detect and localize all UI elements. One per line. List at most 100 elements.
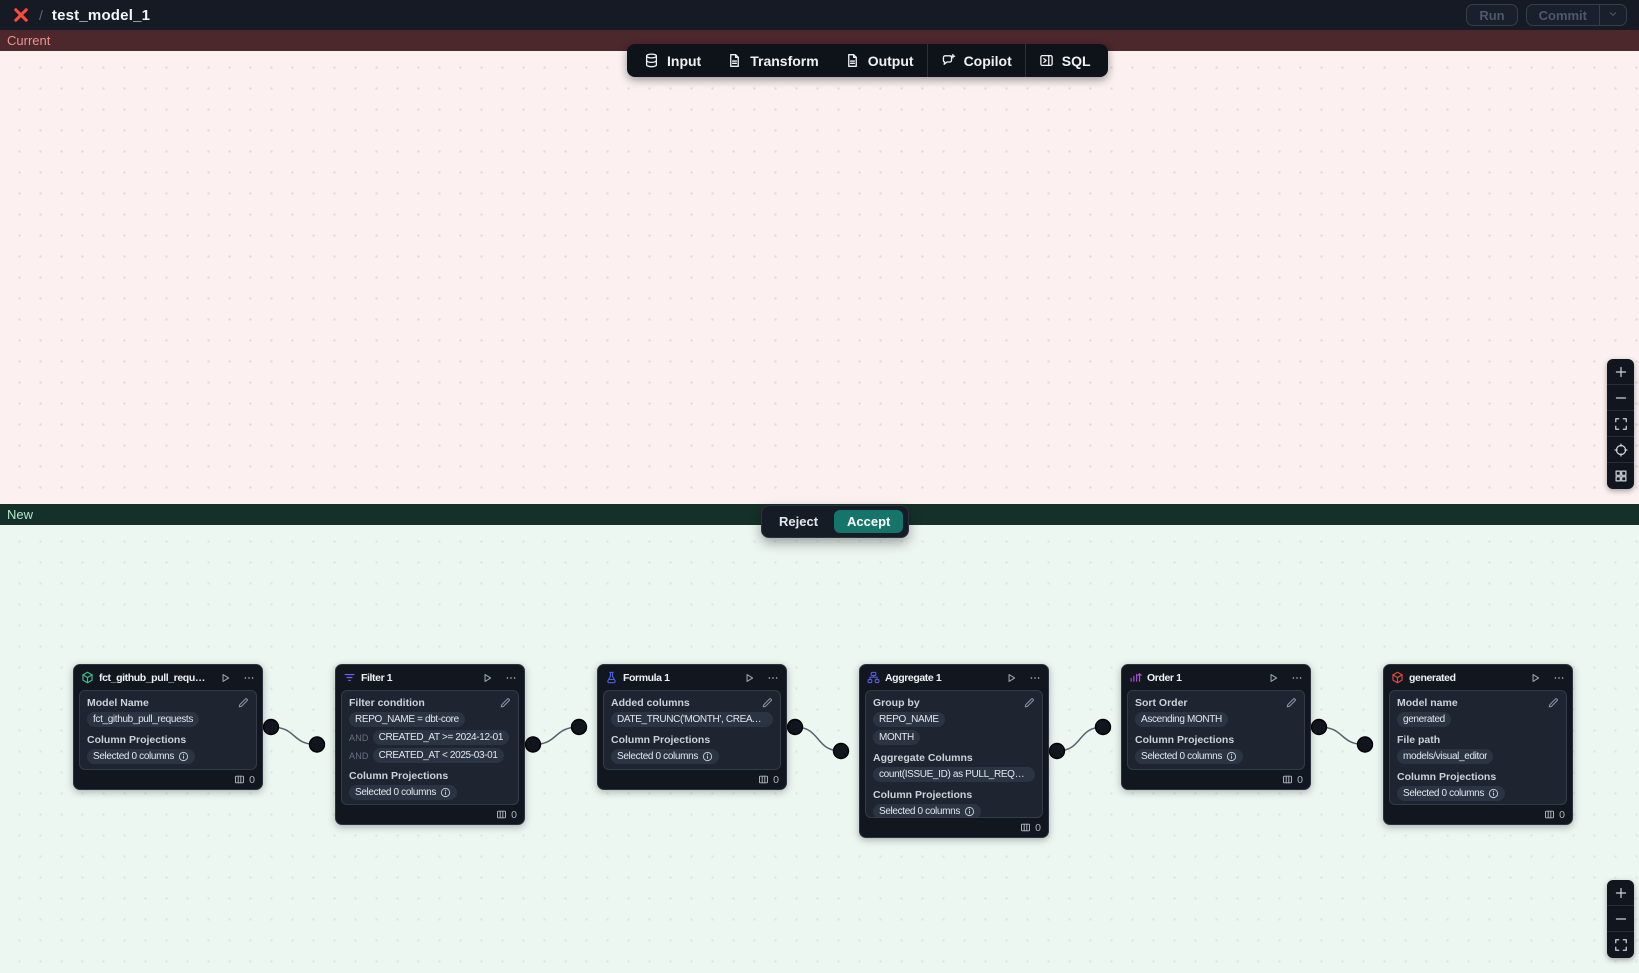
node-title: generated	[1409, 672, 1517, 684]
toolbar-button-sql[interactable]: SQL	[1026, 44, 1104, 77]
connection-handle[interactable]	[572, 720, 587, 735]
connection-handle[interactable]	[788, 720, 803, 735]
copilot-icon	[941, 53, 956, 68]
toolbar-button-output[interactable]: Output	[832, 44, 927, 77]
pill-text: Ascending MONTH	[1141, 714, 1222, 725]
section-label: Column Projections	[1135, 734, 1297, 746]
fit-view-button[interactable]	[1607, 932, 1634, 958]
play-icon[interactable]	[743, 672, 755, 684]
app-logo-icon[interactable]	[12, 6, 30, 24]
value-pill: DATE_TRUNC('MONTH', CREATED_AT…	[611, 712, 773, 727]
reject-button[interactable]: Reject	[767, 510, 830, 533]
zoom-out-button[interactable]	[1607, 385, 1634, 411]
connection-handle[interactable]	[1358, 737, 1373, 752]
row-count: 0	[249, 774, 255, 786]
pipeline-node[interactable]: Order 1Sort OrderAscending MONTHColumn P…	[1121, 664, 1311, 790]
section-label: Group by	[873, 697, 1035, 709]
fit-view-button[interactable]	[1607, 411, 1634, 437]
play-icon[interactable]	[219, 672, 231, 684]
info-icon[interactable]	[964, 806, 975, 817]
new-label: New	[7, 507, 33, 522]
pencil-icon[interactable]	[761, 697, 773, 709]
node-menu-icon[interactable]	[767, 672, 779, 684]
value-pill: count(ISSUE_ID) as PULL_REQUEST_…	[873, 767, 1035, 782]
pill-text: models/visual_editor	[1403, 751, 1487, 762]
current-label: Current	[7, 33, 50, 48]
play-icon[interactable]	[1529, 672, 1541, 684]
pencil-icon[interactable]	[1547, 697, 1559, 709]
info-icon[interactable]	[1226, 751, 1237, 762]
new-canvas[interactable]: fct_github_pull_requestsModel Namefct_gi…	[0, 525, 1639, 973]
section-label: Column Projections	[611, 734, 773, 746]
connection-handle[interactable]	[1312, 720, 1327, 735]
fit-view-icon	[1614, 417, 1628, 431]
node-footer: 0	[598, 770, 786, 789]
play-icon[interactable]	[1267, 672, 1279, 684]
info-icon[interactable]	[440, 787, 451, 798]
connection-handle[interactable]	[526, 737, 541, 752]
pipeline-node[interactable]: generatedModel namegeneratedFile pathmod…	[1383, 664, 1573, 825]
toolbar-button-copilot[interactable]: Copilot	[928, 44, 1025, 77]
zoom-in-button[interactable]	[1607, 359, 1634, 385]
node-menu-icon[interactable]	[243, 672, 255, 684]
commit-options-button[interactable]	[1599, 4, 1627, 26]
info-icon[interactable]	[1488, 788, 1499, 799]
toolbar-button-transform[interactable]: Transform	[714, 44, 831, 77]
pencil-icon[interactable]	[499, 697, 511, 709]
play-icon[interactable]	[1005, 672, 1017, 684]
row-count: 0	[1035, 822, 1041, 834]
node-title: fct_github_pull_requests	[99, 672, 207, 684]
play-icon[interactable]	[481, 672, 493, 684]
current-canvas[interactable]: InputTransformOutputCopilotSQL	[0, 51, 1639, 504]
connection-handle[interactable]	[1050, 744, 1065, 759]
pipeline-node[interactable]: fct_github_pull_requestsModel Namefct_gi…	[73, 664, 263, 790]
section-label: Model Name	[87, 697, 249, 709]
zoom-in-button[interactable]	[1607, 880, 1634, 906]
pill-text: MONTH	[879, 732, 914, 743]
breadcrumb-separator: /	[39, 7, 43, 23]
pill-text: Selected 0 columns	[879, 806, 960, 817]
topbar: / test_model_1 Run Commit	[0, 0, 1639, 30]
focus-view-button[interactable]	[1607, 437, 1634, 463]
row-count: 0	[511, 809, 517, 821]
info-icon[interactable]	[702, 751, 713, 762]
node-menu-icon[interactable]	[1553, 672, 1565, 684]
node-menu-icon[interactable]	[1291, 672, 1303, 684]
node-menu-icon[interactable]	[1029, 672, 1041, 684]
minimap-toggle-button[interactable]	[1607, 463, 1634, 489]
connection-handle[interactable]	[310, 737, 325, 752]
current-zoom-controls	[1607, 359, 1634, 489]
pipeline-node[interactable]: Aggregate 1Group byREPO_NAMEMONTHAggrega…	[859, 664, 1049, 838]
toolbar-button-input[interactable]: Input	[631, 44, 714, 77]
node-header: generated	[1384, 665, 1572, 690]
node-menu-icon[interactable]	[505, 672, 517, 684]
value-pill: CREATED_AT < 2025-03-01	[373, 748, 504, 763]
run-button[interactable]: Run	[1466, 4, 1517, 26]
node-footer: 0	[336, 805, 524, 824]
accept-button[interactable]: Accept	[834, 510, 903, 533]
pill-text: generated	[1403, 714, 1445, 725]
commit-button[interactable]: Commit	[1526, 4, 1599, 26]
pill-row: generated	[1397, 712, 1559, 727]
pencil-icon[interactable]	[237, 697, 249, 709]
connection-handle[interactable]	[264, 720, 279, 735]
node-section: Filter conditionREPO_NAME = dbt-coreANDC…	[349, 697, 511, 763]
pipeline-node[interactable]: Formula 1Added columnsDATE_TRUNC('MONTH'…	[597, 664, 787, 790]
columns-icon	[496, 809, 507, 820]
info-icon[interactable]	[178, 751, 189, 762]
value-pill: Selected 0 columns	[611, 749, 719, 764]
node-section: Added columnsDATE_TRUNC('MONTH', CREATED…	[611, 697, 773, 727]
connection-handle[interactable]	[834, 744, 849, 759]
connection-handle[interactable]	[1096, 720, 1111, 735]
node-title: Order 1	[1147, 672, 1255, 684]
zoom-out-button[interactable]	[1607, 906, 1634, 932]
node-section: Model namegenerated	[1397, 697, 1559, 727]
pipeline-node[interactable]: Filter 1Filter conditionREPO_NAME = dbt-…	[335, 664, 525, 825]
pencil-icon[interactable]	[1023, 697, 1035, 709]
pencil-icon[interactable]	[1285, 697, 1297, 709]
pill-row: models/visual_editor	[1397, 749, 1559, 764]
pill-text: CREATED_AT >= 2024-12-01	[379, 732, 503, 743]
section-label: File path	[1397, 734, 1559, 746]
node-toolbar: InputTransformOutputCopilotSQL	[627, 44, 1108, 77]
node-title: Aggregate 1	[885, 672, 993, 684]
